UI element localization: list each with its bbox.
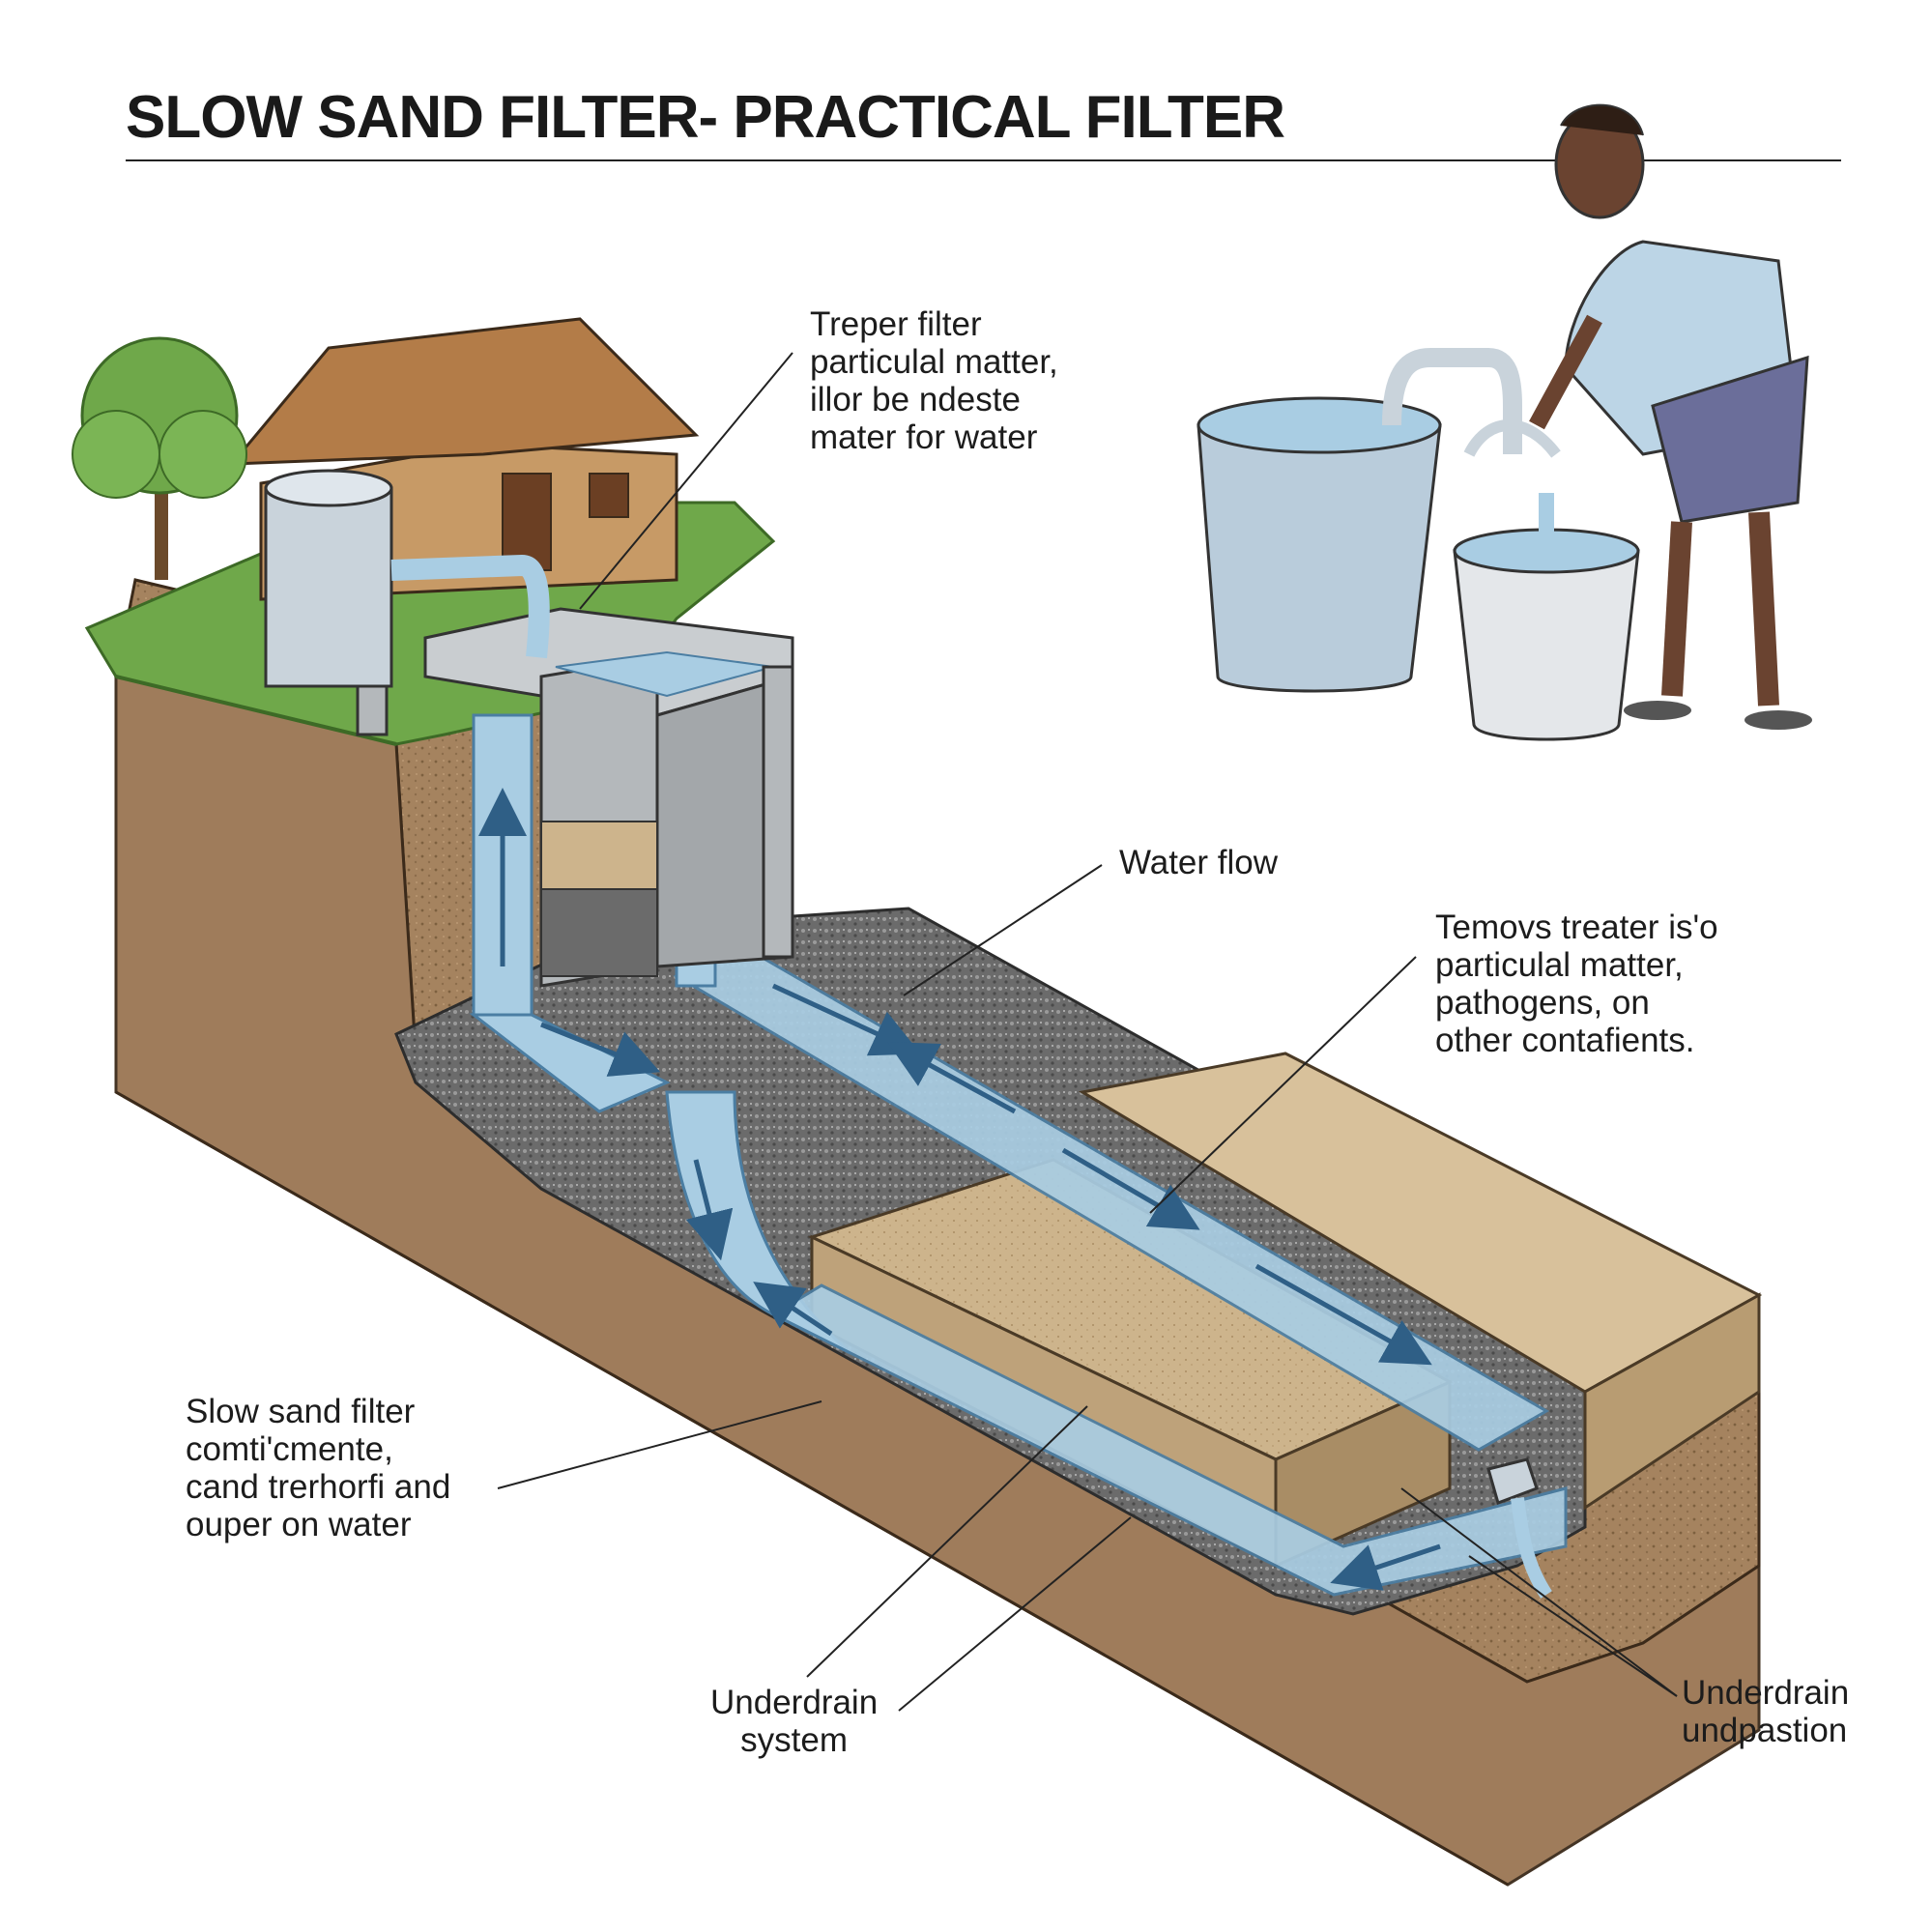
callout-left-line-1: Slow sand filter: [186, 1393, 416, 1430]
water-barrel: [1197, 348, 1522, 693]
diagram-title: SLOW SAND FILTER- PRACTICAL FILTER: [126, 84, 1285, 151]
callout-left: Slow sand filter comti'cmente, cand trer…: [186, 1393, 450, 1543]
outlet-spout: [1486, 1457, 1552, 1599]
callout-underdrain-right: Underdrain undpastion: [1682, 1674, 1849, 1749]
callout-top: Treper filter particulal matter, illor b…: [810, 305, 1058, 456]
callout-left-line-3: cand trerhorfi and: [186, 1468, 451, 1506]
filter-box: [356, 607, 794, 988]
callout-top-line-1: Treper filter: [810, 305, 982, 343]
storage-tank: [264, 469, 550, 688]
water-bucket: [1453, 419, 1640, 741]
woman-figure: [1529, 103, 1812, 730]
callout-top-line-2: particulal matter,: [810, 343, 1058, 381]
callout-left-line-2: comti'cmente,: [186, 1430, 393, 1468]
callout-right-line-2: particulal matter,: [1435, 946, 1684, 984]
callout-underdrain-system-line-1: Underdrain: [710, 1684, 879, 1721]
callout-underdrain-system-line-2: system: [740, 1721, 848, 1759]
callout-water-flow-line-1: Water flow: [1119, 844, 1279, 881]
callout-underdrain-right-line-2: undpastion: [1682, 1712, 1848, 1749]
sand-layer-right: [1078, 1052, 1763, 1511]
callout-left-line-4: ouper on water: [186, 1506, 412, 1543]
callout-underdrain-right-line-1: Underdrain: [1682, 1674, 1850, 1712]
leader-lines: [497, 352, 1678, 1712]
callout-right-line-4: other contafients.: [1435, 1022, 1695, 1059]
callout-top-line-3: illor be ndeste: [810, 381, 1021, 418]
callout-right: Temovs treater is'o particulal matter, p…: [1435, 908, 1718, 1059]
tree: [72, 336, 247, 580]
callout-underdrain-system: Underdrain system: [710, 1684, 878, 1759]
callout-top-line-4: mater for water: [810, 418, 1038, 456]
callout-right-line-3: pathogens, on: [1435, 984, 1650, 1022]
callout-water-flow: Water flow: [1119, 844, 1278, 881]
callout-right-line-1: Temovs treater is'o: [1435, 908, 1718, 946]
